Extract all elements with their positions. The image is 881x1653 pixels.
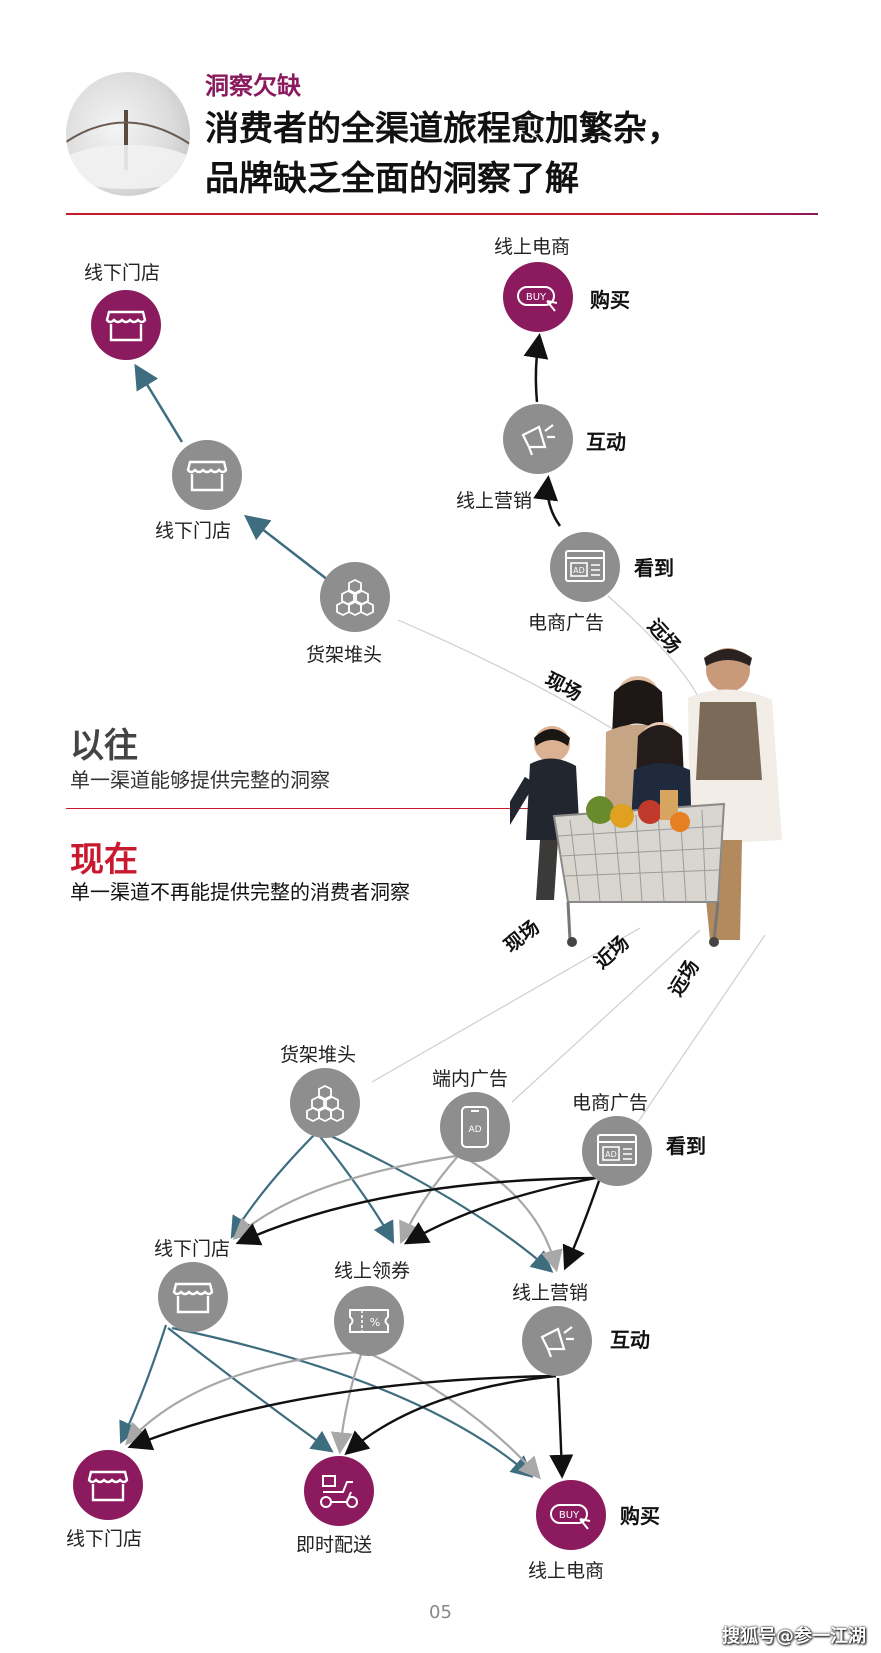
arrow-inapp-marketing (462, 1156, 556, 1268)
action-see-bottom: 看到 (666, 1130, 706, 1159)
label-coupon: 线上领券 (334, 1256, 410, 1283)
past-subtitle: 单一渠道能够提供完整的洞察 (70, 764, 330, 793)
label-shelf: 货架堆头 (306, 640, 382, 667)
buy-button-icon: BUY (515, 279, 561, 315)
stacked-boxes-icon (335, 577, 375, 617)
past-title: 以往 (70, 718, 138, 767)
line-distant-bottom (638, 935, 765, 1122)
buy-button-icon: BUY (548, 1497, 594, 1533)
label-shelf-bottom: 货架堆头 (280, 1040, 356, 1067)
page-number: 05 (0, 1602, 881, 1623)
arrow-shelf-to-store (248, 518, 328, 580)
arrow-marketing-to-ecom (536, 338, 539, 402)
ad-icon-text: AD (573, 566, 585, 575)
svg-text:%: % (370, 1316, 380, 1329)
delivery-scooter-icon (317, 1472, 361, 1510)
arrow-shelf-marketing (322, 1132, 550, 1270)
ecom-ad-node: AD (550, 532, 620, 602)
browser-ad-icon: AD (596, 1133, 638, 1169)
label-ecom-top: 线上电商 (494, 232, 570, 259)
phone-ad-icon: AD (460, 1105, 490, 1149)
label-inapp-ad: 端内广告 (432, 1064, 508, 1091)
ecom-node: BUY (536, 1480, 606, 1550)
store-node (91, 290, 161, 360)
marketing-node (503, 404, 573, 474)
label-store-bottom: 线下门店 (66, 1524, 142, 1551)
coupon-icon: % (348, 1306, 390, 1336)
present-title: 现在 (70, 832, 138, 881)
storefront-icon (172, 1278, 214, 1316)
label-store-top: 线下门店 (84, 258, 160, 285)
inapp-ad-node: AD (440, 1092, 510, 1162)
arrow-store-store (122, 1325, 166, 1440)
label-store-mid: 线下门店 (155, 516, 231, 543)
arrow-marketing-ecom (558, 1378, 562, 1474)
store-node (73, 1450, 143, 1520)
ecom-node: BUY (503, 262, 573, 332)
family-shopping-photo (510, 640, 810, 948)
arrow-ad-marketing (566, 1178, 600, 1266)
buy-icon-text: BUY (526, 292, 547, 303)
action-interact-top: 互动 (586, 426, 626, 455)
shelf-node (290, 1068, 360, 1138)
store-node (172, 440, 242, 510)
arrow-coupon-ecom (366, 1352, 538, 1476)
storefront-icon (186, 456, 228, 494)
label-ecom-bottom: 线上电商 (528, 1556, 604, 1583)
storefront-icon (105, 306, 147, 344)
storefront-icon (87, 1466, 129, 1504)
label-delivery: 即时配送 (296, 1530, 372, 1557)
ecom-ad-node: AD (582, 1116, 652, 1186)
label-online-marketing-top: 线上营销 (456, 486, 532, 513)
label-online-marketing-bottom: 线上营销 (512, 1278, 588, 1305)
stacked-boxes-icon (305, 1083, 345, 1123)
watermark: 搜狐号@参一江湖 (722, 1622, 866, 1648)
label-ecom-ad-bottom: 电商广告 (572, 1088, 648, 1115)
marketing-node (522, 1306, 592, 1376)
arrow-coupon-delivery (340, 1352, 362, 1450)
arrow-ad-to-marketing (548, 480, 561, 526)
browser-ad-icon: AD (564, 549, 606, 585)
present-subtitle: 单一渠道不再能提供完整的消费者洞察 (70, 876, 410, 905)
action-buy-bottom: 购买 (620, 1500, 660, 1529)
megaphone-icon (517, 419, 559, 459)
arrow-coupon-store (128, 1352, 360, 1442)
action-interact-bottom: 互动 (610, 1324, 650, 1353)
delivery-node (304, 1456, 374, 1526)
section-divider (66, 808, 546, 809)
ad-icon-text: AD (605, 1150, 617, 1159)
action-buy-top: 购买 (590, 284, 630, 313)
shelf-node (320, 562, 390, 632)
coupon-node: % (334, 1286, 404, 1356)
label-ecom-ad-top: 电商广告 (528, 608, 604, 635)
buy-icon-text: BUY (559, 1510, 580, 1521)
arrow-inapp-store (236, 1156, 456, 1237)
action-see-top: 看到 (634, 552, 674, 581)
arrow-shelf-store (233, 1134, 315, 1235)
label-store-mid-bottom: 线下门店 (154, 1234, 230, 1261)
store-node (158, 1262, 228, 1332)
ad-icon-text: AD (468, 1125, 481, 1135)
megaphone-icon (536, 1321, 578, 1361)
arrow-store-to-store (137, 368, 182, 442)
